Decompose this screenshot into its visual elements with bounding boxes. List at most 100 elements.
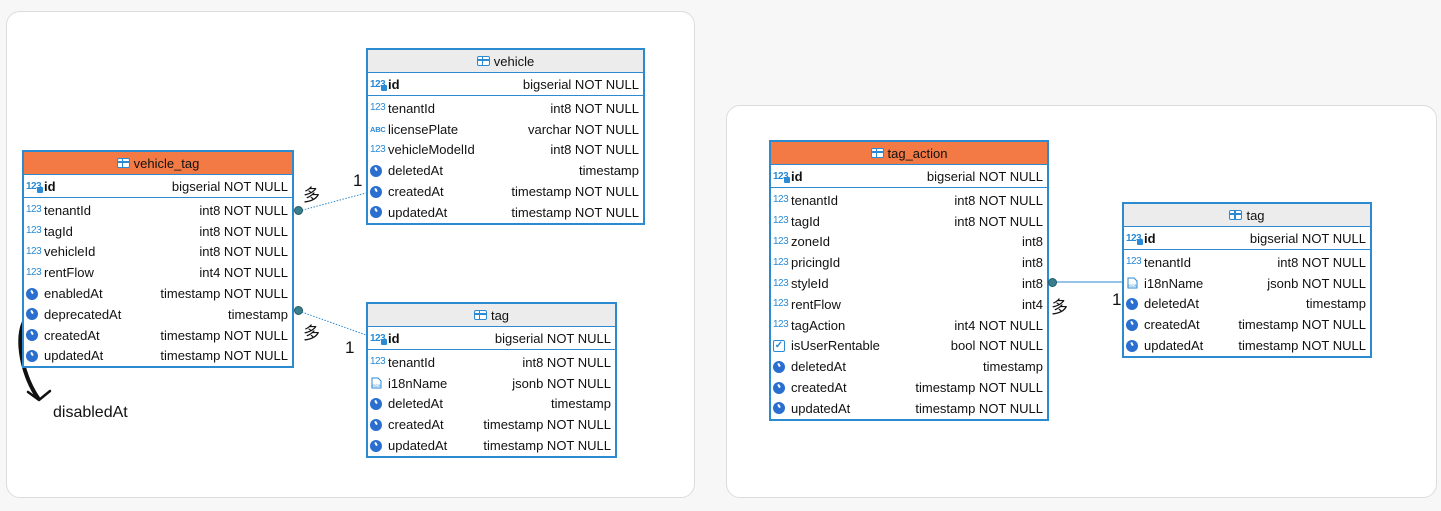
column-icon-slot xyxy=(773,402,791,415)
column-type: timestamp xyxy=(579,163,639,179)
checkbox-icon: ✓ xyxy=(773,339,785,352)
column-icon-slot xyxy=(26,287,44,300)
column-icon-slot: 123 xyxy=(773,170,791,183)
number-icon: 123 xyxy=(26,204,42,216)
table-header[interactable]: vehicle_tag xyxy=(24,152,292,175)
table-header[interactable]: vehicle xyxy=(368,50,643,73)
column-icon-slot: 123 xyxy=(773,299,791,309)
table-title: vehicle xyxy=(493,53,535,69)
column-type: int8 NOT NULL xyxy=(1277,254,1366,270)
column-type: timestamp NOT NULL xyxy=(1238,317,1366,333)
column-icon-slot xyxy=(370,185,388,198)
column-type: timestamp xyxy=(983,359,1043,375)
column-icon-slot: 123 xyxy=(773,216,791,226)
cardinality-one: 1 xyxy=(345,338,355,357)
cardinality-many: 多 xyxy=(303,186,320,205)
clock-icon xyxy=(370,439,382,452)
column-name: deletedAt xyxy=(388,163,443,179)
column-type: int4 NOT NULL xyxy=(199,265,288,281)
relation-endpoint-dot[interactable] xyxy=(1048,278,1057,287)
column-row[interactable]: createdAt timestamp NOT NULL xyxy=(1124,314,1370,335)
column-name: createdAt xyxy=(791,380,847,396)
column-icon-slot xyxy=(1126,339,1144,352)
clock-icon xyxy=(773,402,785,415)
pk-number-icon: 123 xyxy=(26,180,44,193)
clock-icon xyxy=(370,397,382,410)
column-type: int8 xyxy=(1022,234,1043,250)
column-type: varchar NOT NULL xyxy=(527,121,639,137)
column-row[interactable]: deletedAt timestamp xyxy=(368,160,643,181)
clock-icon xyxy=(1126,297,1138,310)
table-icon xyxy=(473,310,487,320)
number-icon: 123 xyxy=(370,102,386,114)
column-name: tagAction xyxy=(791,317,846,333)
column-icon-slot: 123 xyxy=(1126,233,1144,245)
column-icon-slot: 123 xyxy=(773,236,791,247)
relation-endpoint-dot[interactable] xyxy=(294,206,303,215)
column-icon-slot xyxy=(370,164,388,177)
column-name: styleId xyxy=(791,276,829,292)
column-name: createdAt xyxy=(1144,317,1200,333)
table-header[interactable]: tag_action xyxy=(771,142,1047,165)
column-type: int8 NOT NULL xyxy=(522,354,611,370)
relation-endpoint-dot[interactable] xyxy=(294,306,303,315)
column-icon-slot xyxy=(370,418,388,431)
column-row[interactable]: deletedAt timestamp xyxy=(771,356,1047,377)
column-icon-slot: 123 xyxy=(26,246,44,257)
column-icon-slot: 123 xyxy=(26,267,44,278)
clock-icon xyxy=(370,418,382,431)
column-name: id xyxy=(388,76,400,92)
column-icon-slot xyxy=(370,439,388,452)
column-name: deletedAt xyxy=(791,359,846,375)
text-icon: ABC xyxy=(370,124,386,134)
number-icon: 123 xyxy=(773,256,789,268)
pk-number-icon: 123 xyxy=(773,170,791,183)
table-header[interactable]: tag xyxy=(1124,204,1370,227)
table-header[interactable]: tag xyxy=(368,304,615,327)
column-type: timestamp xyxy=(1306,296,1366,312)
cardinality-many: 多 xyxy=(1051,298,1068,317)
